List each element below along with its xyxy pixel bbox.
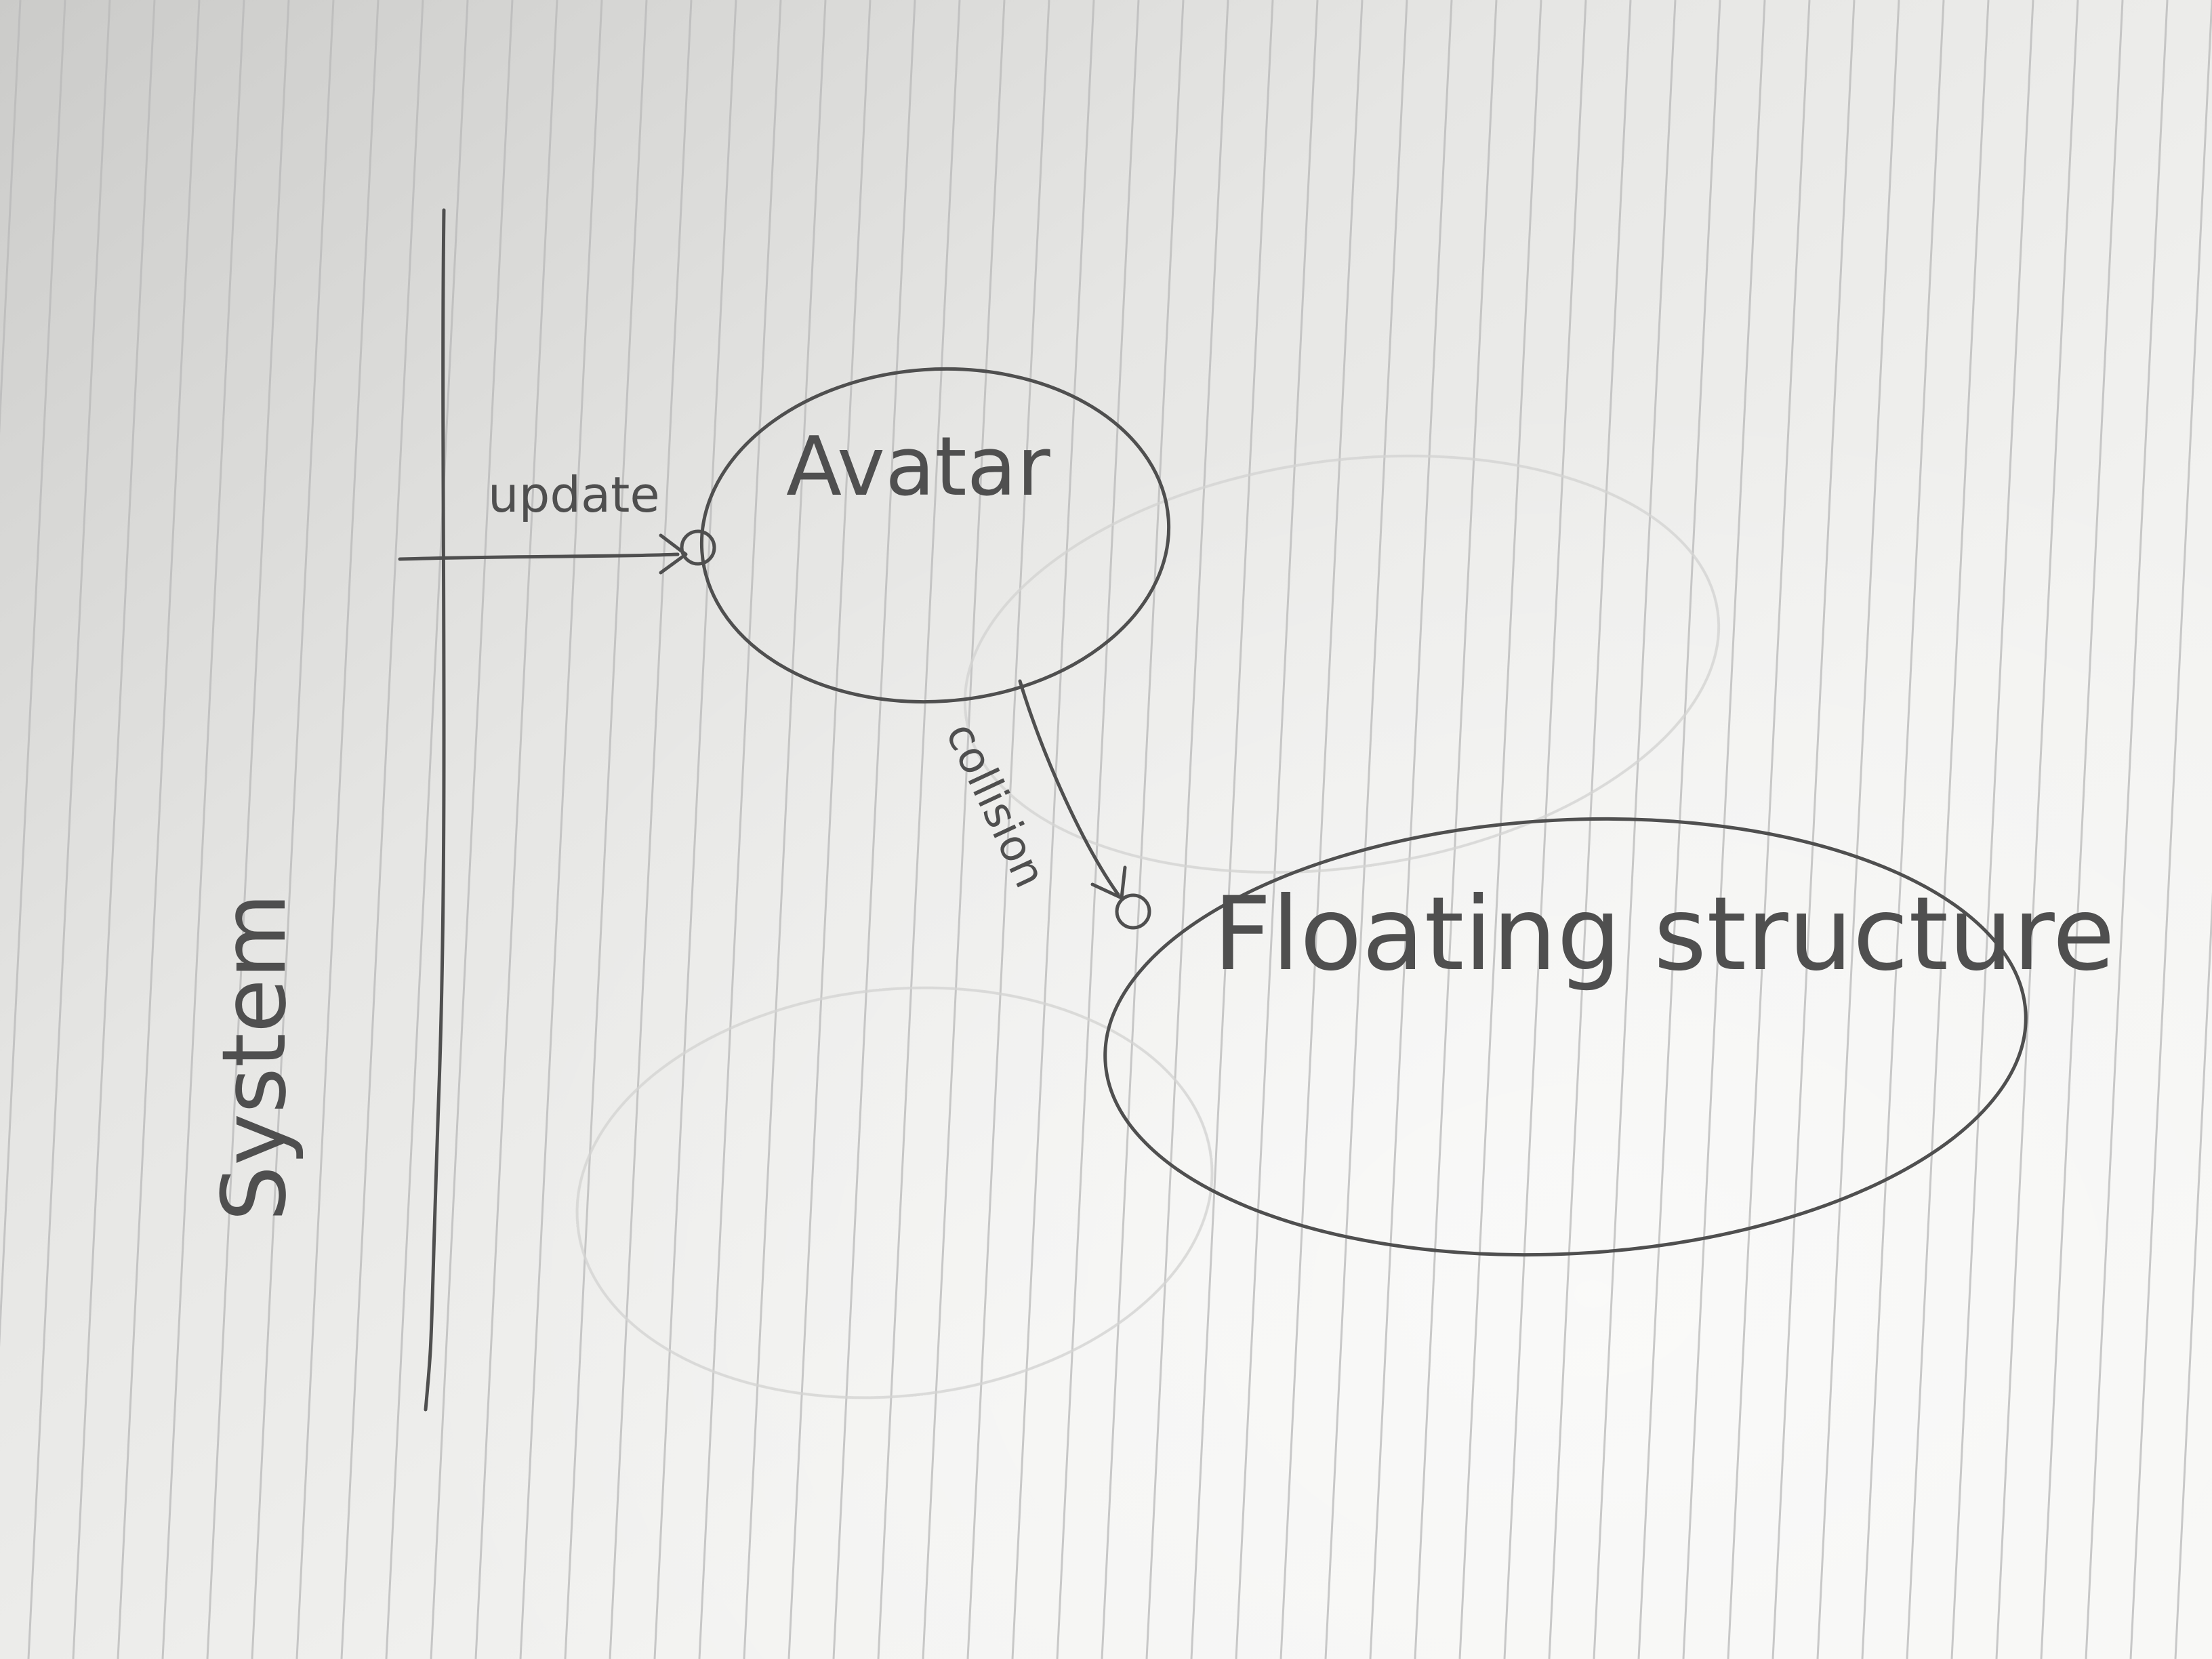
ruled-line	[1011, 0, 1095, 1659]
system-boundary-line	[424, 208, 446, 1412]
ruled-line	[385, 0, 469, 1659]
update-arrow-head	[659, 533, 688, 575]
ruled-line	[1235, 0, 1319, 1659]
ruled-line	[743, 0, 827, 1659]
floating-structure-label: Floating structure	[1213, 876, 2115, 994]
ruled-line	[609, 0, 693, 1659]
ruled-line	[1458, 0, 1542, 1659]
ruled-line	[72, 0, 156, 1659]
ruled-line	[430, 0, 514, 1659]
ruled-line	[2129, 0, 2212, 1659]
ruled-line	[698, 0, 782, 1659]
update-arrow-line	[398, 552, 680, 561]
update-label: update	[488, 466, 660, 523]
ruled-line	[251, 0, 335, 1659]
ruled-line	[161, 0, 245, 1659]
ruled-line	[519, 0, 603, 1659]
ruled-line	[117, 0, 201, 1659]
ruled-line	[1279, 0, 1364, 1659]
ruled-line	[832, 0, 916, 1659]
ruled-line	[1816, 0, 1900, 1659]
ruled-line	[2040, 0, 2124, 1659]
ruled-line	[1548, 0, 1632, 1659]
update-port-circle	[680, 529, 716, 566]
ruled-line	[922, 0, 1006, 1659]
ruled-line	[1101, 0, 1185, 1659]
ruled-line	[1637, 0, 1721, 1659]
ruled-line	[2174, 891, 2212, 1659]
floating-structure-node	[1103, 817, 2028, 1257]
ruled-line	[1995, 0, 2079, 1659]
ruled-line	[877, 0, 961, 1659]
avatar-node	[699, 367, 1171, 704]
ruled-line	[564, 0, 648, 1659]
ruled-line	[1682, 0, 1766, 1659]
ruled-line	[1906, 0, 1990, 1659]
ruled-line	[2085, 0, 2169, 1659]
ruled-line	[787, 0, 872, 1659]
collision-arrow-line	[1018, 679, 1120, 897]
ruled-line	[1145, 0, 1229, 1659]
ruled-line	[206, 0, 290, 1659]
ruled-line	[27, 0, 111, 1659]
ruled-line	[0, 0, 22, 436]
avatar-label: Avatar	[786, 420, 1050, 514]
collision-port-circle	[1115, 893, 1151, 930]
ruled-line	[474, 0, 558, 1659]
ghost-drawings	[575, 454, 1721, 1399]
ruled-line	[295, 0, 380, 1659]
ruled-line	[1503, 0, 1587, 1659]
ruled-line	[1369, 0, 1453, 1659]
ruled-line	[1861, 0, 1945, 1659]
ruled-line	[340, 0, 424, 1659]
ruled-line	[1324, 0, 1408, 1659]
ruled-line	[653, 0, 737, 1659]
ruled-line	[1771, 0, 1856, 1659]
ruled-line	[1727, 0, 1811, 1659]
ruled-line	[1056, 0, 1140, 1659]
ruled-line	[1190, 0, 1274, 1659]
ruled-line	[1593, 0, 1677, 1659]
ruled-line	[0, 0, 66, 1349]
system-label: System	[203, 893, 306, 1222]
ruled-line	[1950, 0, 2034, 1659]
